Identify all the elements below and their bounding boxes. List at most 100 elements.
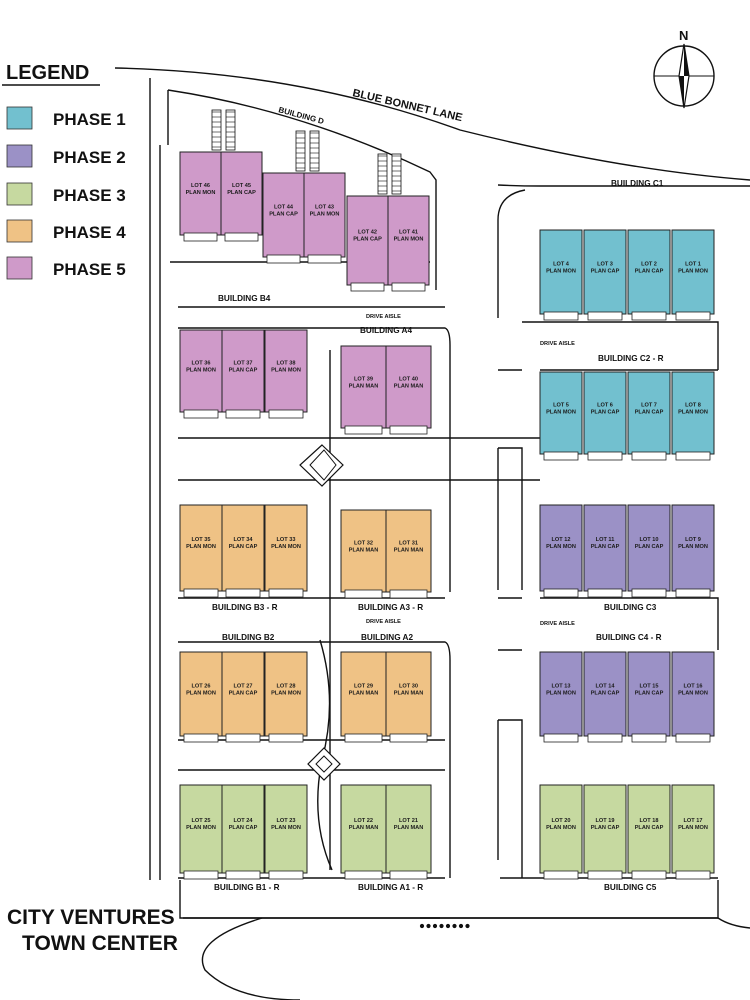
lot-patio [543, 311, 579, 321]
legend-item-phase-2[interactable]: PHASE 2 [6, 144, 126, 168]
lot-plan: PLAN CAP [229, 367, 258, 373]
lot-number: LOT 27 [234, 683, 253, 689]
lot-patio [543, 733, 579, 743]
lot-number: LOT 33 [277, 537, 296, 543]
lot-fill [179, 651, 223, 737]
lot-patio [675, 311, 711, 321]
lot-number: LOT 34 [234, 537, 254, 543]
lot-plan: PLAN MON [186, 544, 216, 550]
lot-patio [183, 409, 219, 419]
drive-aisle-label: DRIVE AISLE [366, 619, 401, 625]
lot-plan: PLAN MON [186, 825, 216, 831]
lot-patio [631, 588, 667, 598]
legend-item-phase-4[interactable]: PHASE 4 [6, 219, 126, 243]
lot-plan: PLAN MON [546, 268, 576, 274]
lot-patio [675, 588, 711, 598]
drive-aisle-label: DRIVE AISLE [366, 314, 401, 320]
lot-patio [183, 733, 219, 743]
lot-plan: PLAN MON [186, 690, 216, 696]
building-label-a2: BUILDING A2 [361, 633, 413, 642]
lot-plan: PLAN MON [271, 544, 301, 550]
lot-number: LOT 18 [640, 818, 659, 824]
lot-number: LOT 8 [685, 402, 701, 408]
lot-plan: PLAN MON [271, 690, 301, 696]
lot-number: LOT 7 [641, 402, 657, 408]
lot-plan: PLAN MAN [394, 383, 424, 389]
lot-patio [268, 588, 304, 598]
legend-item-phase-5[interactable]: PHASE 5 [6, 256, 126, 280]
lot-patio [543, 451, 579, 461]
lot-plan: PLAN CAP [591, 825, 620, 831]
legend-item-phase-1[interactable]: PHASE 1 [6, 106, 126, 130]
lot-plan: PLAN MON [546, 409, 576, 415]
lot-plan: PLAN MON [546, 825, 576, 831]
lot-number: LOT 26 [192, 683, 211, 689]
lot-number: LOT 22 [354, 818, 373, 824]
lot-plan: PLAN CAP [635, 690, 664, 696]
lot-fill [387, 195, 430, 286]
lot-plan: PLAN MON [186, 190, 216, 196]
lot-number: LOT 30 [399, 683, 418, 689]
legend-label: PHASE 4 [53, 223, 126, 242]
lot-patio [631, 311, 667, 321]
lot-patio [225, 409, 261, 419]
lot-patio [631, 870, 667, 880]
lot-number: LOT 13 [552, 683, 571, 689]
lot-fill [539, 504, 583, 592]
lot-patio [675, 451, 711, 461]
building-label-a1r: BUILDING A1 - R [358, 883, 423, 892]
lot-number: LOT 9 [685, 537, 701, 543]
lot-number: LOT 4 [553, 261, 570, 267]
legend-item-phase-3[interactable]: PHASE 3 [6, 182, 126, 206]
lot-patio [631, 733, 667, 743]
lot-patio [344, 733, 383, 743]
